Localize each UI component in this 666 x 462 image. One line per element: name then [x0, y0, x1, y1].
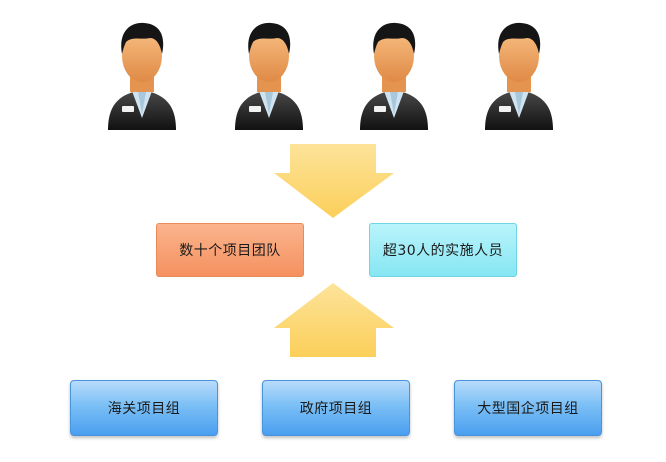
soe-project-group-label: 大型国企项目组	[477, 401, 579, 417]
customs-project-group-label: 海关项目组	[107, 401, 181, 417]
implementation-staff-label: 超30人的实施人员	[382, 243, 504, 259]
down-arrow-icon	[274, 144, 394, 218]
person-icon	[106, 18, 178, 130]
customs-project-group-box: 海关项目组	[70, 380, 218, 436]
soe-project-group-box: 大型国企项目组	[454, 380, 602, 436]
person-icon	[358, 18, 430, 130]
person-icon-graphic	[108, 22, 176, 130]
implementation-staff-box: 超30人的实施人员	[369, 223, 517, 277]
person-icon-graphic	[485, 22, 553, 130]
person-icon-graphic	[360, 22, 428, 130]
government-project-group-label: 政府项目组	[299, 401, 373, 417]
person-icon-graphic	[235, 22, 303, 130]
up-arrow-icon	[274, 283, 394, 357]
project-teams-label: 数十个项目团队	[179, 243, 281, 259]
person-icon	[483, 18, 555, 130]
project-teams-box: 数十个项目团队	[156, 223, 304, 277]
person-icon	[233, 18, 305, 130]
government-project-group-box: 政府项目组	[262, 380, 410, 436]
